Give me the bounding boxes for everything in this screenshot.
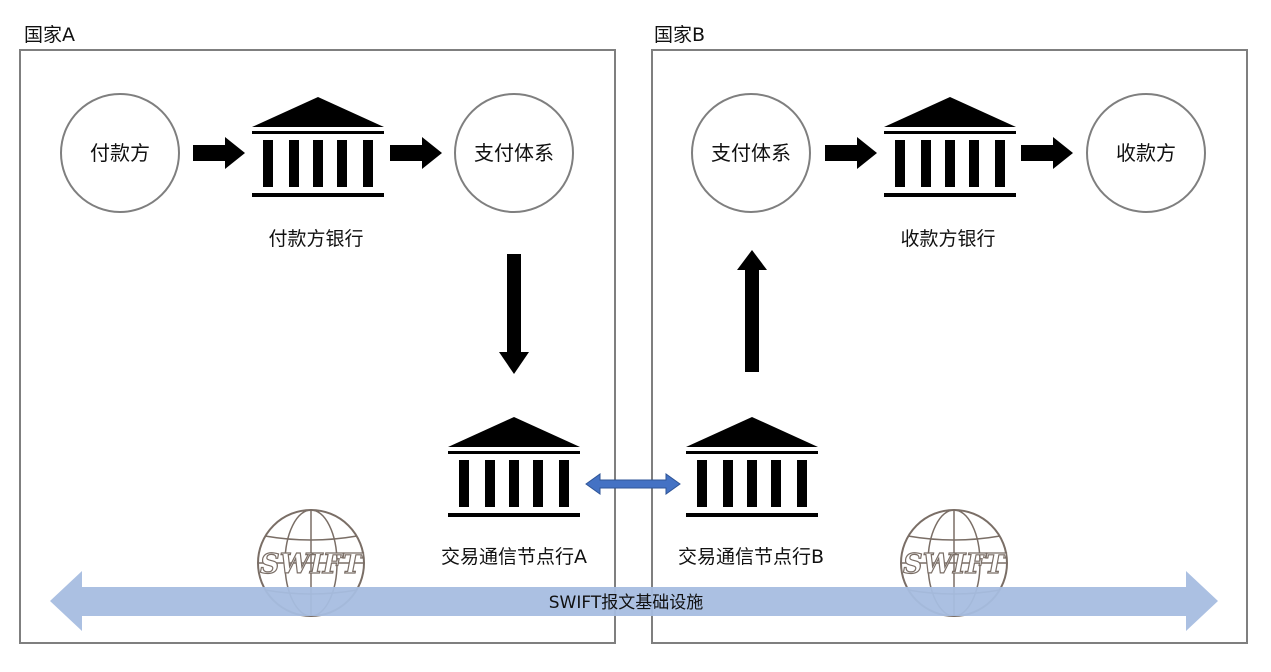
bank-icon xyxy=(252,97,384,197)
payee-bank-label: 收款方银行 xyxy=(900,228,995,250)
payment-system-b-node xyxy=(691,93,811,213)
swift-infrastructure-band xyxy=(50,571,1218,631)
country-b-label: 国家B xyxy=(654,24,705,46)
country-a-box xyxy=(19,49,616,644)
bank-icon xyxy=(448,417,580,517)
payee-node xyxy=(1086,93,1206,213)
arrow-icon xyxy=(825,137,877,169)
arrow-icon xyxy=(193,137,245,169)
double-arrow-icon xyxy=(585,473,681,495)
payment-system-b-label: 支付体系 xyxy=(711,141,791,165)
swift-infrastructure-label: SWIFT报文基础设施 xyxy=(549,593,703,613)
arrow-icon xyxy=(1021,137,1073,169)
country-b-box xyxy=(651,49,1248,644)
payer-bank-label: 付款方银行 xyxy=(268,228,363,250)
payment-system-a-node xyxy=(454,93,574,213)
bank-icon xyxy=(686,417,818,517)
payer-node xyxy=(60,93,180,213)
node-bank-a-label: 交易通信节点行A xyxy=(441,546,587,568)
bank-icon xyxy=(884,97,1016,197)
node-bank-b-label: 交易通信节点行B xyxy=(678,546,824,568)
payer-label: 付款方 xyxy=(90,141,150,165)
arrow-icon xyxy=(737,250,767,372)
payment-system-a-label: 支付体系 xyxy=(474,141,554,165)
swift-logo-text: SWIFT xyxy=(903,549,1007,580)
country-a-label: 国家A xyxy=(24,24,75,46)
swift-globe-icon: SWIFT xyxy=(900,509,1008,617)
swift-globe-icon: SWIFT xyxy=(257,509,365,617)
payee-label: 收款方 xyxy=(1116,141,1176,165)
arrow-icon xyxy=(499,254,529,374)
swift-logo-text: SWIFT xyxy=(260,549,364,580)
arrow-icon xyxy=(390,137,442,169)
